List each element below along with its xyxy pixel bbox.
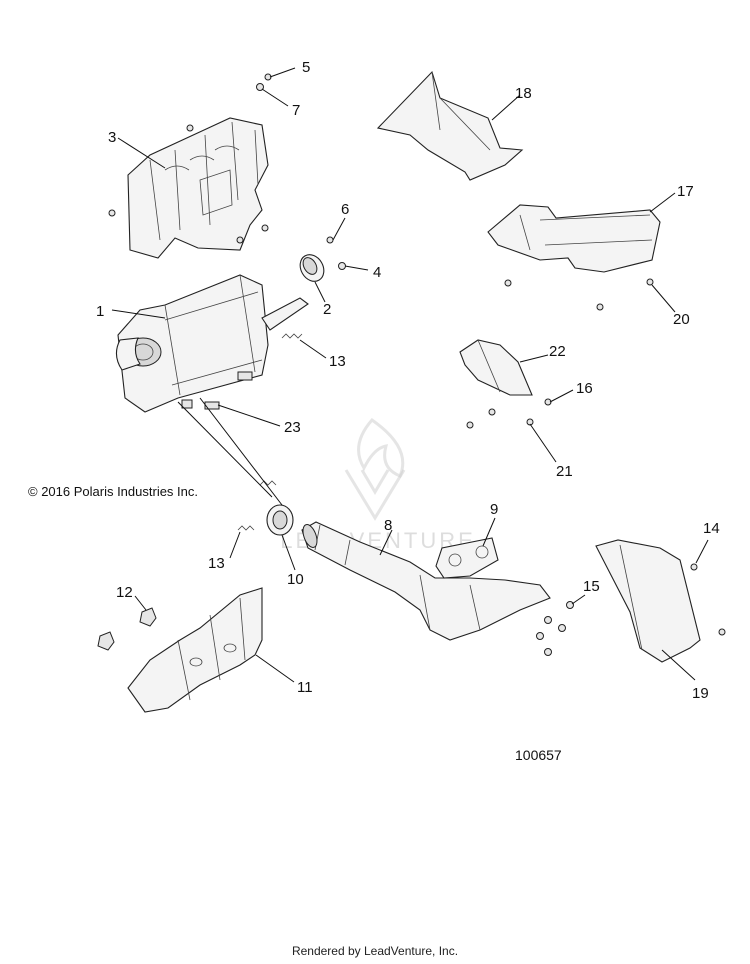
copyright-notice: © 2016 Polaris Industries Inc.: [28, 484, 198, 499]
callout-9: 9: [490, 501, 498, 518]
part-9-gasket[interactable]: [435, 537, 499, 579]
callout-13-upper: 13: [329, 353, 346, 370]
callout-15: 15: [583, 578, 600, 595]
part-2-tail-tip[interactable]: [295, 250, 328, 285]
callout-16: 16: [576, 380, 593, 397]
part-13-springs[interactable]: [237, 333, 303, 531]
callout-10: 10: [287, 571, 304, 588]
callout-13-lower: 13: [208, 555, 225, 572]
callout-5: 5: [302, 59, 310, 76]
callout-14: 14: [703, 520, 720, 537]
callout-22: 22: [549, 343, 566, 360]
callout-17: 17: [677, 183, 694, 200]
part-10-seal[interactable]: [266, 504, 294, 536]
part-19-shield[interactable]: [595, 539, 701, 663]
callout-11: 11: [297, 679, 313, 696]
leader-lines: [111, 67, 709, 683]
callout-3: 3: [108, 129, 116, 146]
callout-19: 19: [692, 685, 709, 702]
part-18-shield[interactable]: [376, 70, 524, 181]
callout-7: 7: [292, 102, 300, 119]
callout-labels: 1 2 3 4 5 6 7 8 9 10 11 12 13 13 14 15 1…: [96, 59, 720, 702]
callout-6: 6: [341, 201, 349, 218]
part-3-heat-shield[interactable]: [127, 117, 269, 259]
callout-23: 23: [284, 419, 301, 436]
part-17-shield[interactable]: [487, 204, 661, 273]
footer-credit: Rendered by LeadVenture, Inc.: [291, 944, 459, 958]
diagram-number: 100657: [515, 747, 562, 763]
callout-21: 21: [556, 463, 573, 480]
callout-20: 20: [673, 311, 690, 328]
callout-2: 2: [323, 301, 331, 318]
part-11-heat-shield[interactable]: [127, 587, 263, 713]
callout-1: 1: [96, 303, 104, 320]
callout-18: 18: [515, 85, 532, 102]
part-22-bracket[interactable]: [459, 339, 533, 396]
part-8-head-pipe[interactable]: [300, 521, 551, 641]
part-1-muffler[interactable]: [115, 274, 309, 413]
callout-4: 4: [373, 264, 381, 281]
callout-8: 8: [384, 517, 392, 534]
callout-12: 12: [116, 584, 133, 601]
